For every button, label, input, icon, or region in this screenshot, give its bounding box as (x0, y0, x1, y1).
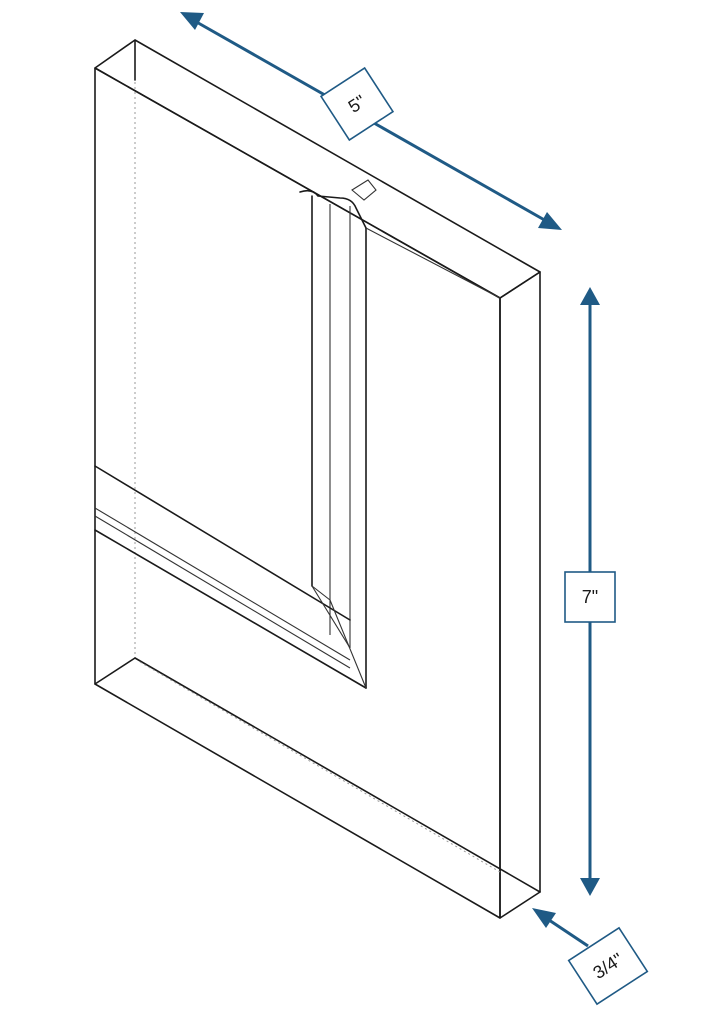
frame-bottom-edge (94, 657, 136, 685)
mitre-line-2 (329, 599, 367, 689)
thickness-dimension-line (545, 916, 589, 948)
mitre-line-3 (311, 585, 331, 601)
thickness-label-box (567, 926, 649, 1006)
width-dimension: 5" (180, 12, 562, 230)
rail-mid-edge-1 (94, 507, 351, 661)
height-label: 7" (582, 587, 598, 607)
frame-top-face (94, 39, 541, 299)
frame-bottom-inner-edge (134, 657, 541, 893)
frame-opening (94, 179, 501, 689)
hidden-back-bottom-edge (139, 661, 501, 873)
width-arrowhead-left (180, 12, 204, 30)
opening-top-notch (299, 189, 367, 229)
width-arrowhead-right (538, 212, 562, 230)
opening-top-tab (351, 179, 377, 201)
frame-body (94, 39, 541, 919)
mitre-line-1 (311, 585, 351, 649)
height-arrowhead-top (580, 287, 600, 305)
frame-front-face (94, 67, 501, 919)
rail-mid-edge-2 (94, 515, 351, 669)
height-arrowhead-bottom (580, 878, 600, 896)
rail-bottom-edge (94, 529, 367, 689)
rail-top-edge (94, 465, 351, 621)
thickness-dimension: 3/4" (532, 908, 649, 1006)
opening-top-line (365, 227, 501, 299)
frame-side-face (499, 271, 541, 919)
width-label-box (319, 66, 395, 142)
height-dimension: 7" (564, 287, 616, 896)
height-label-box (564, 571, 616, 623)
thickness-arrowhead (532, 908, 556, 928)
